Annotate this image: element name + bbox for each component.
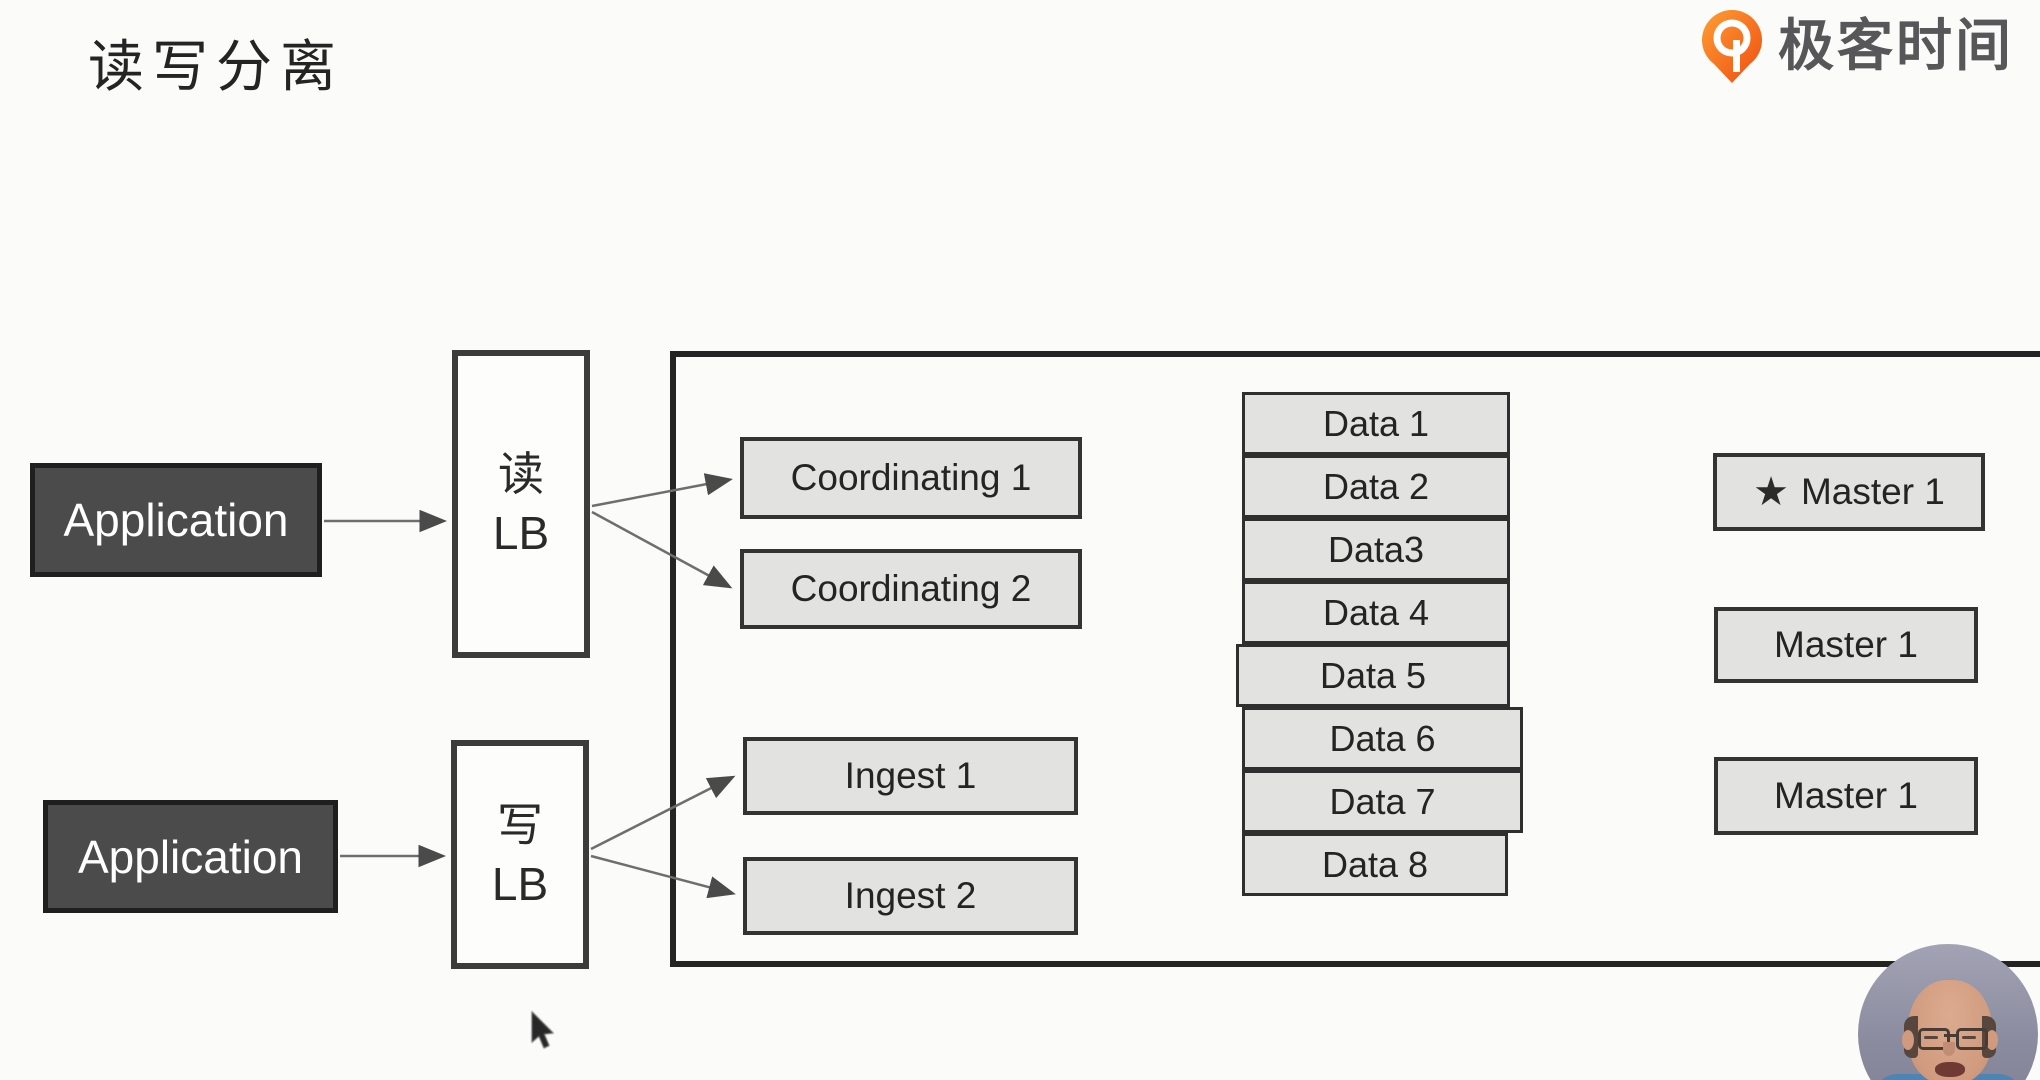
data-node-7: Data 7 <box>1242 770 1523 833</box>
geektime-pin-icon <box>1702 10 1762 83</box>
master-node-1-label: Master 1 <box>1800 471 1945 512</box>
presenter-ear-right <box>1986 1030 1998 1050</box>
read-lb-label-en: LB <box>492 507 550 559</box>
coordinating-node-2: Coordinating 2 <box>740 549 1082 629</box>
master-node-1: ★ Master 1 <box>1713 453 1985 531</box>
data-node-5: Data 5 <box>1236 644 1510 707</box>
data-node-stack: Data 1 Data 2 Data3 Data 4 Data 5 Data 6… <box>1236 392 1523 896</box>
mouse-cursor <box>531 1010 555 1049</box>
write-lb-box: 写 LB <box>451 740 589 969</box>
read-lb-label-zh: 读 <box>498 448 544 501</box>
page-title: 读写分离 <box>88 35 344 98</box>
ingest-node-1: Ingest 1 <box>743 737 1078 815</box>
coordinating-node-1: Coordinating 1 <box>740 437 1082 519</box>
presenter-glasses-right <box>1956 1028 1988 1050</box>
write-lb-label-zh: 写 <box>497 798 543 851</box>
geektime-logo-text: 极客时间 <box>1778 14 2014 77</box>
presenter-mouth <box>1935 1062 1965 1077</box>
master-node-3: Master 1 <box>1714 757 1978 835</box>
master-node-2-label: Master 1 <box>1774 624 1918 665</box>
geektime-logo: 极客时间 <box>1700 8 2014 84</box>
data-node-2: Data 2 <box>1242 455 1510 518</box>
presenter-ear-left <box>1902 1030 1914 1050</box>
data-node-6: Data 6 <box>1242 707 1523 770</box>
data-node-1: Data 1 <box>1242 392 1510 455</box>
presenter-nose <box>1943 1042 1955 1056</box>
presenter-webcam <box>1858 944 2038 1080</box>
data-node-8: Data 8 <box>1242 833 1508 896</box>
data-node-3: Data3 <box>1242 518 1510 581</box>
master-node-2: Master 1 <box>1714 607 1978 683</box>
read-lb-box: 读 LB <box>452 350 590 658</box>
write-lb-label-en: LB <box>491 857 549 910</box>
data-node-4: Data 4 <box>1242 581 1510 644</box>
presenter-glasses-left <box>1918 1028 1950 1050</box>
presenter-eye-left <box>1924 1036 1938 1039</box>
es-cluster-box <box>670 351 2040 967</box>
presenter-glasses-bridge <box>1944 1034 1956 1037</box>
ingest-node-2: Ingest 2 <box>743 857 1078 935</box>
master-node-3-label: Master 1 <box>1774 775 1918 816</box>
application-box-write: Application <box>43 800 338 913</box>
application-box-read: Application <box>30 463 322 577</box>
presenter-eye-right <box>1962 1036 1976 1039</box>
master-star-icon: ★ <box>1753 470 1789 514</box>
